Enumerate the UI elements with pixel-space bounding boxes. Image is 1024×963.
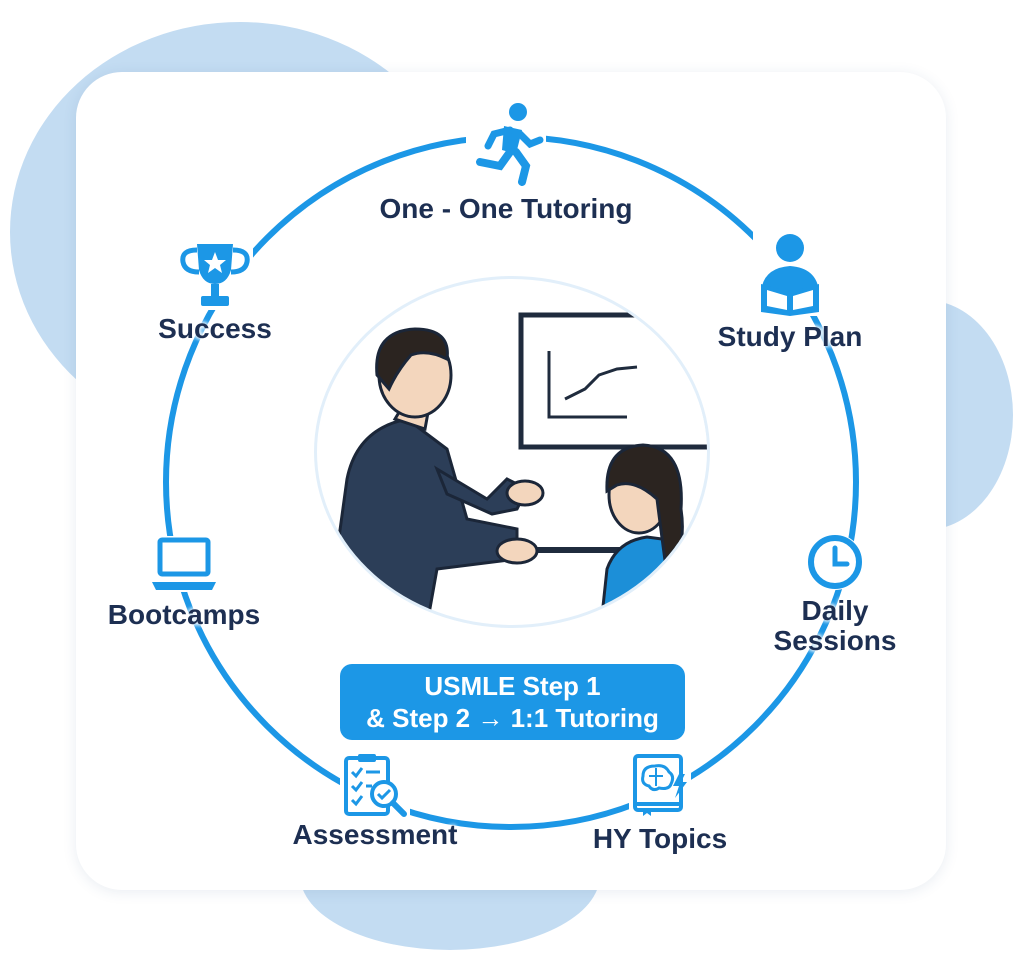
center-banner: USMLE Step 1 & Step 2 → 1:1 Tutoring	[340, 664, 685, 740]
node-label: HY Topics	[592, 823, 728, 854]
reading-person-icon	[753, 232, 827, 316]
node-label: Daily	[801, 595, 869, 626]
brain-book-icon	[629, 752, 691, 818]
node-assessment: Assessment	[282, 752, 468, 850]
clock-icon	[807, 534, 863, 590]
node-label: Study Plan	[717, 321, 863, 352]
node-label: Bootcamps	[107, 599, 261, 630]
node-daily-sessions: Daily Sessions	[760, 532, 910, 656]
node-label-line-2: Sessions	[773, 625, 897, 656]
node-bootcamps: Bootcamps	[96, 536, 272, 630]
node-hy-topics: HY Topics	[570, 752, 750, 854]
node-label: Assessment	[292, 819, 458, 850]
tutor-and-student-illustration	[314, 276, 710, 628]
node-label: One - One Tutoring	[379, 193, 633, 224]
banner-line-1: USMLE Step 1	[424, 671, 601, 701]
node-label: Success	[158, 313, 272, 344]
running-person-icon	[466, 100, 546, 186]
node-one-one-tutoring: One - One Tutoring	[356, 100, 656, 224]
node-success: Success	[140, 240, 290, 344]
laptop-icon	[150, 536, 218, 592]
banner-line-2: & Step 2 → 1:1 Tutoring	[366, 703, 659, 733]
clipboard-checklist-icon	[340, 752, 410, 820]
node-study-plan: Study Plan	[700, 232, 880, 352]
trophy-icon	[177, 240, 253, 310]
